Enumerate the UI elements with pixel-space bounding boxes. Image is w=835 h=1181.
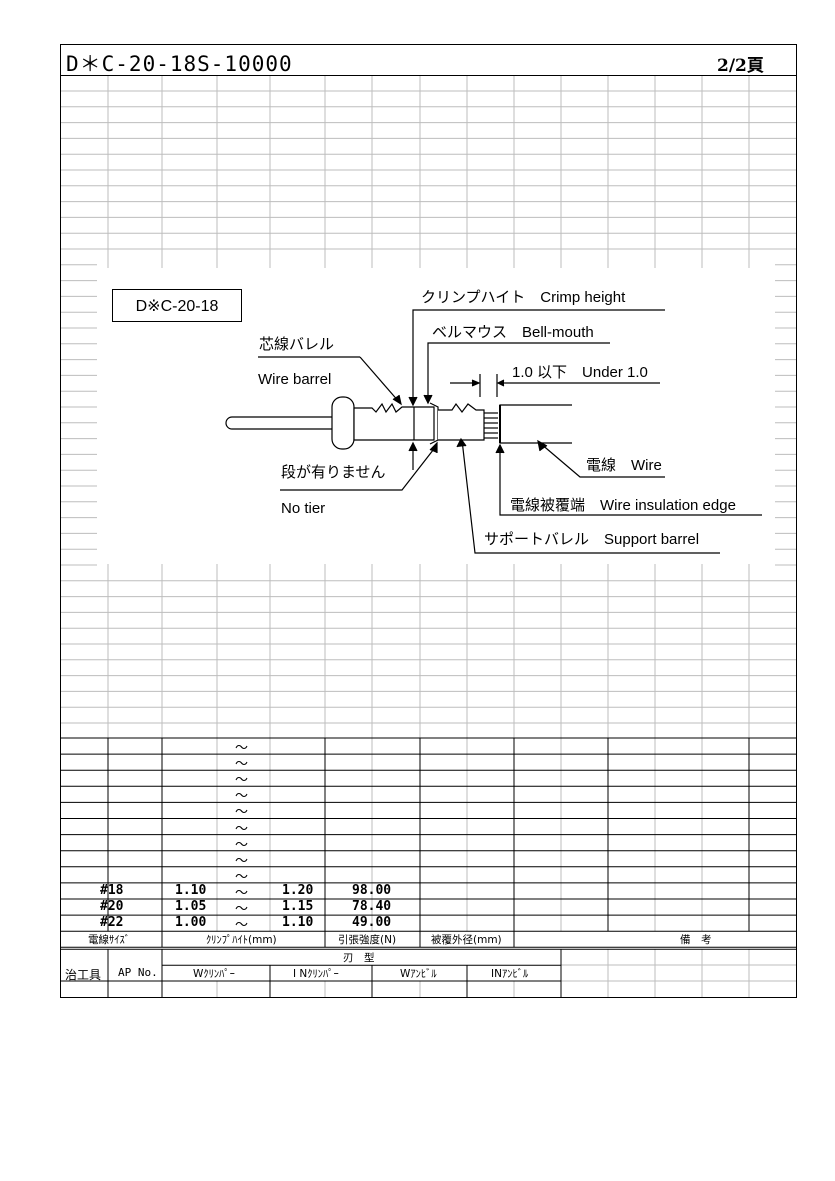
under-label: 1.0 以下 Under 1.0 xyxy=(512,364,648,381)
crimp-max-cell: 1.15 xyxy=(282,899,314,914)
w-anvil-header: Wｱﾝﾋﾞﾙ xyxy=(400,968,437,980)
contact-pin xyxy=(225,416,338,430)
header-wire-size: 電線ｻｲｽﾞ xyxy=(88,934,130,946)
wire-insulation xyxy=(499,404,572,444)
tilde-mark: ～ xyxy=(235,918,249,934)
tensile-cell: 98.00 xyxy=(352,882,392,898)
in-anvil-header: INｱﾝﾋﾞﾙ xyxy=(491,968,529,980)
crimp-min-cell: 1.05 xyxy=(175,899,207,914)
crimp-height-label: クリンプハイト Crimp height xyxy=(421,289,626,306)
tilde-mark: ～ xyxy=(235,885,249,901)
tilde-mark: ～ xyxy=(235,773,249,789)
header-tensile: 引張強度(N) xyxy=(338,934,397,946)
page-number: 2/2頁 xyxy=(717,56,764,76)
crimp-min-cell: 1.00 xyxy=(175,915,207,931)
header-divider xyxy=(61,75,796,76)
tilde-mark: ～ xyxy=(235,837,249,853)
tensile-cell: 49.00 xyxy=(352,915,392,931)
crimp-max-cell: 1.10 xyxy=(282,915,314,931)
flange xyxy=(331,396,355,450)
tensile-cell: 78.40 xyxy=(352,899,392,914)
no-tier-jp-label: 段が有りません xyxy=(281,464,386,481)
header-crimp-height: ｸﾘﾝﾌﾟﾊｲﾄ(mm) xyxy=(206,934,277,946)
support-barrel xyxy=(438,402,485,441)
document-title: D＊C-20-18S-10000 xyxy=(66,52,293,76)
tilde-mark: ～ xyxy=(235,853,249,869)
spec-sheet xyxy=(60,44,797,998)
jig-header: 治工具 xyxy=(65,968,102,982)
support-barrel-label: サポートバレル Support barrel xyxy=(484,531,700,548)
w-crimper-header: Wｸﾘﾝﾊﾟｰ xyxy=(193,968,235,980)
tilde-mark: ～ xyxy=(235,789,249,805)
insulation-edge-label: 電線被覆端 Wire insulation edge xyxy=(510,497,736,514)
tilde-mark: ～ xyxy=(235,741,249,756)
tilde-mark: ～ xyxy=(235,869,249,885)
in-crimper-header: I Nｸﾘﾝﾊﾟｰ xyxy=(293,968,339,980)
footer-rule xyxy=(722,997,797,998)
header-insulation-od: 被覆外径(mm) xyxy=(431,934,502,946)
tilde-mark: ～ xyxy=(235,821,249,837)
wire-barrel-en-label: Wire barrel xyxy=(258,371,332,388)
wire-size-cell: #22 xyxy=(100,915,124,931)
wire-barrel xyxy=(353,402,435,441)
wire-barrel-jp-label: 芯線バレル xyxy=(259,336,335,353)
crimp-min-cell: 1.10 xyxy=(175,882,207,898)
model-label: D※C-20-18 xyxy=(112,289,242,322)
wire-size-cell: #20 xyxy=(100,899,124,914)
wire-size-cell: #18 xyxy=(100,882,124,898)
blade-type-header: 刃 型 xyxy=(343,952,375,964)
ap-no-header: AP No. xyxy=(118,966,158,979)
wire-label: 電線 Wire xyxy=(586,457,662,474)
tilde-mark: ～ xyxy=(235,902,249,917)
tilde-mark: ～ xyxy=(235,757,249,773)
header-remarks: 備 考 xyxy=(680,934,712,946)
crimp-max-cell: 1.20 xyxy=(282,882,314,898)
no-tier-en-label: No tier xyxy=(281,500,326,517)
bell-mouth-label: ベルマウス Bell-mouth xyxy=(432,324,594,341)
tilde-mark: ～ xyxy=(235,805,249,821)
